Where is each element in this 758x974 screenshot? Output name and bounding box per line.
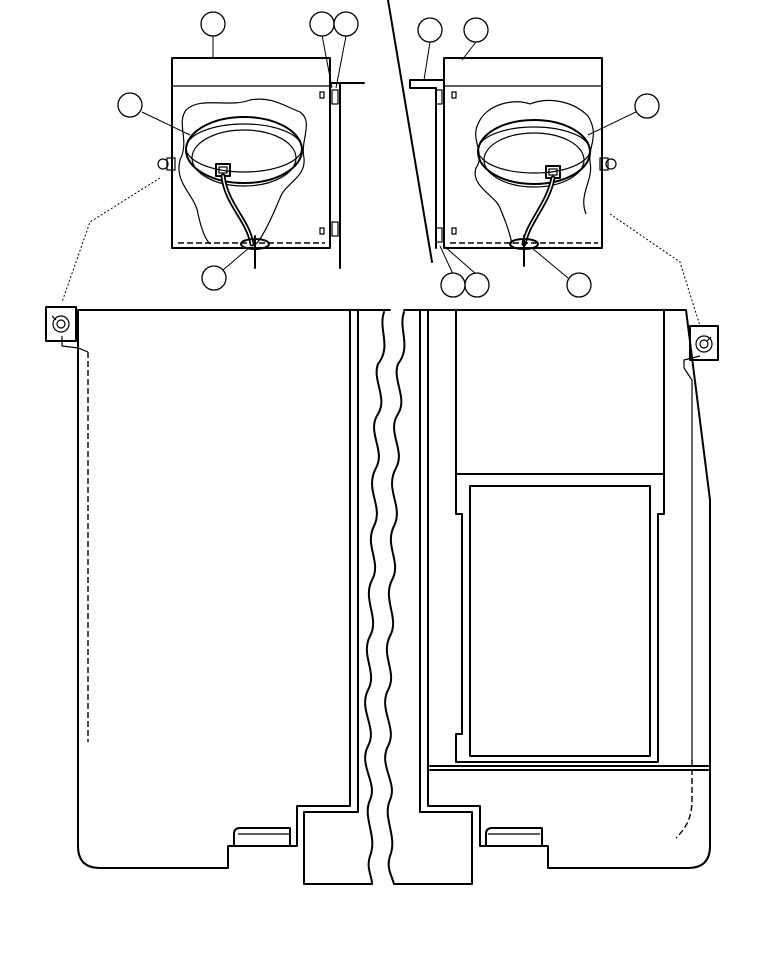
- left-cutaway-outline: [178, 98, 307, 245]
- right-mount-rod: [387, 0, 433, 263]
- left-side-bolt-icon: [157, 158, 169, 170]
- right-bottom-tab: [393, 811, 473, 885]
- left-lamp-detail: [61, 34, 365, 303]
- right-side-bolt-icon: [605, 158, 617, 170]
- left-side-lamp: [45, 306, 77, 342]
- left-lower-clip: [331, 221, 339, 237]
- left-panel-outline: [77, 309, 351, 869]
- right-upper-clip: [435, 89, 443, 105]
- callout-balloon: [309, 11, 335, 37]
- right-lower-compartment: [455, 473, 665, 763]
- left-break-line: [364, 311, 386, 885]
- callout-balloon: [440, 272, 466, 298]
- right-panel-view: [393, 309, 719, 885]
- right-side-lamp: [689, 325, 719, 361]
- right-inner-panel: [469, 485, 651, 757]
- callouts: [117, 11, 660, 298]
- left-lamp-lens: [185, 116, 303, 184]
- break-lines: [364, 311, 406, 885]
- left-upper-clip: [331, 89, 339, 105]
- right-notch: [485, 827, 543, 847]
- callout-balloon: [201, 265, 227, 291]
- callout-balloon: [200, 11, 226, 37]
- callout-balloon: [333, 11, 359, 37]
- left-notch: [233, 827, 291, 847]
- callout-balloon: [417, 17, 443, 43]
- right-hidden-wire: [675, 760, 693, 839]
- left-bottom-tab: [303, 811, 373, 885]
- right-lower-clip: [435, 227, 443, 243]
- right-break-line: [384, 311, 406, 885]
- right-lamp-detail: [387, 0, 701, 327]
- callout-balloon: [464, 272, 490, 298]
- callout-balloon: [566, 272, 592, 298]
- callout-balloon: [117, 92, 143, 118]
- callout-balloon: [634, 93, 660, 119]
- right-detail-reference-line: [609, 213, 701, 327]
- right-upper-compartment: [455, 309, 665, 475]
- left-detail-reference-line: [61, 177, 161, 303]
- right-lamp-lens: [477, 119, 591, 185]
- left-panel-view: [45, 306, 391, 885]
- right-panel-outline: [403, 309, 711, 869]
- callout-balloon: [463, 17, 489, 43]
